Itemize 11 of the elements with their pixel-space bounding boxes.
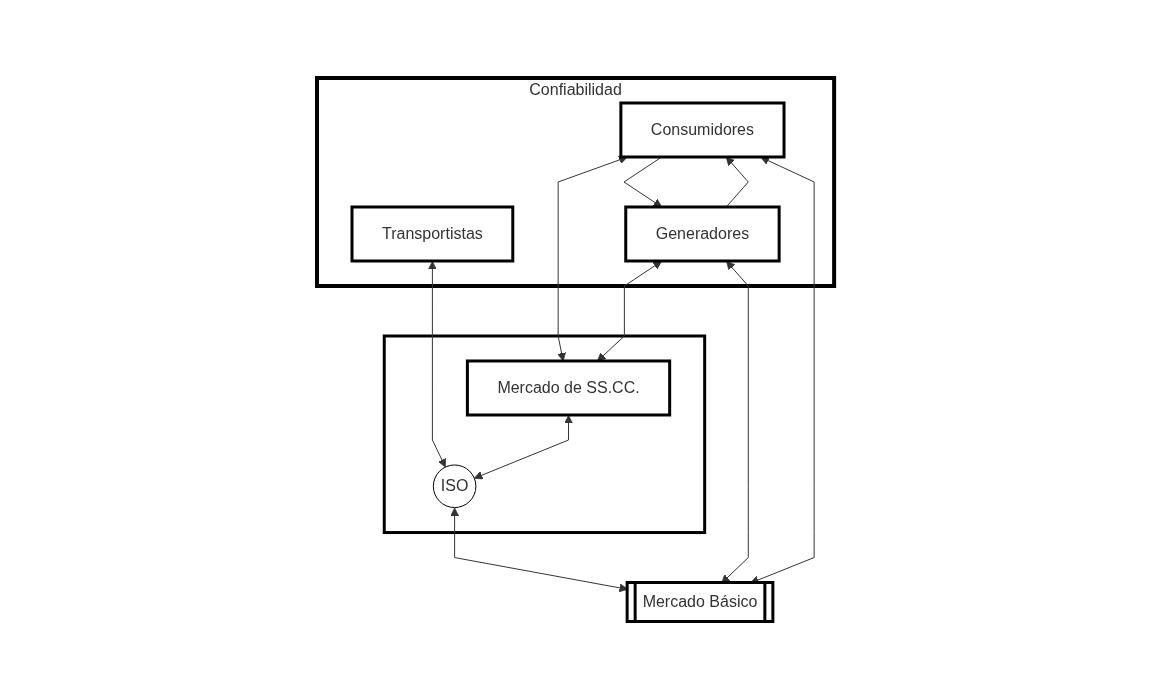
arrow [427,261,446,468]
arrow [450,507,628,593]
node-box: Consumidores [619,101,786,159]
arrow [473,415,573,480]
arrow [597,261,662,362]
cluster [382,334,707,535]
node-box: Transportistas [350,205,515,263]
node-box: Generadores [624,205,781,263]
node-circle: ISO [432,464,477,509]
arrow [557,155,628,362]
node-box: Mercado de SS.CC. [465,359,672,417]
